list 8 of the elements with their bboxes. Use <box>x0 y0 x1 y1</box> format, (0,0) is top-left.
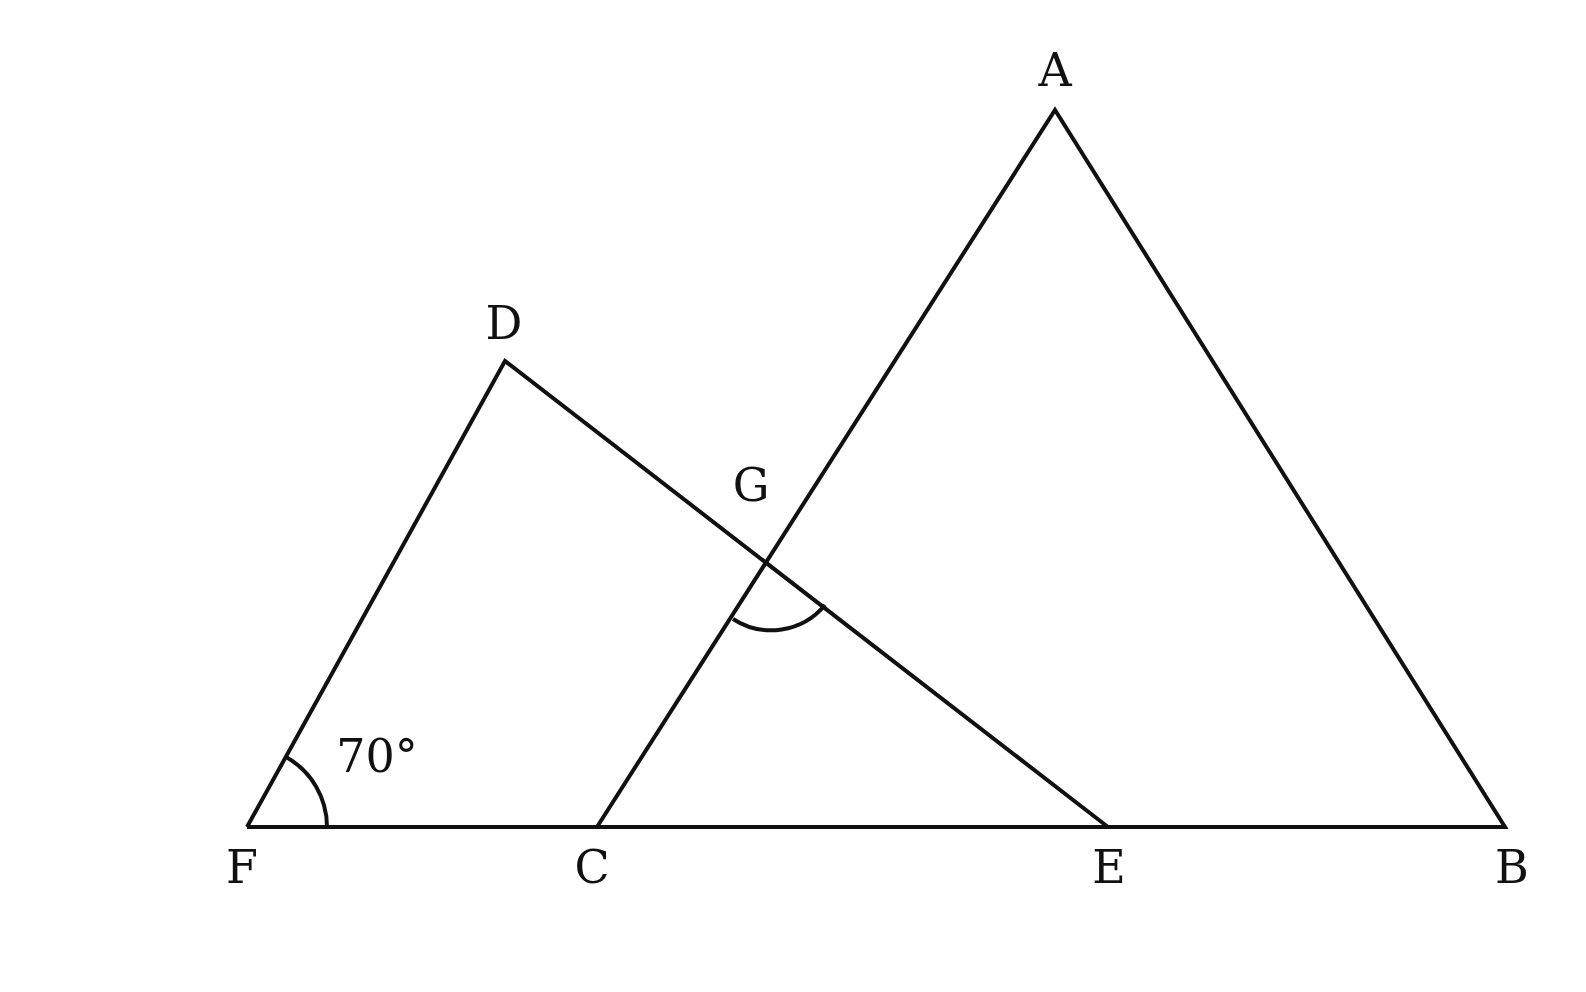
point-label: G <box>732 462 770 508</box>
angle-label: 70° <box>336 733 418 779</box>
point-label: D <box>485 300 523 346</box>
point-label: C <box>574 844 610 890</box>
point-label: B <box>1495 844 1529 890</box>
point-label: F <box>226 844 258 890</box>
point-label: A <box>1038 47 1072 93</box>
point-label: E <box>1092 844 1126 890</box>
